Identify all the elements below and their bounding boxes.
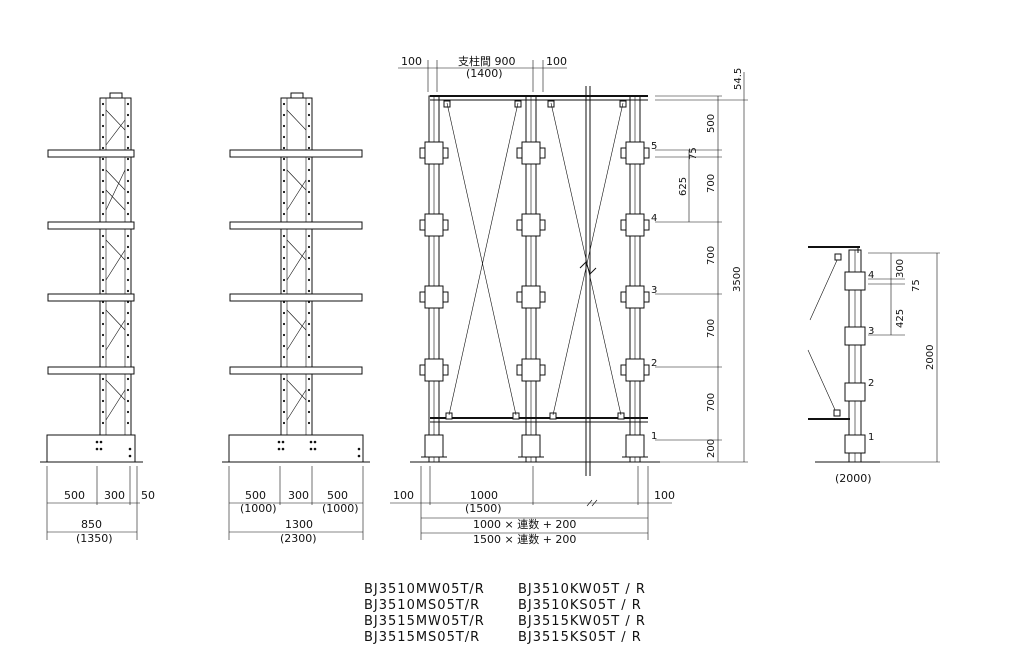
model-right-3: BJ3515KW05T / R (518, 614, 646, 629)
dim-h75: 75 (688, 147, 699, 160)
model-right-2: BJ3510KS05T / R (518, 598, 642, 613)
front-top-right: 100 (546, 55, 567, 68)
dim-h700-b: 700 (706, 246, 717, 265)
model-left-4: BJ3515MS05T/R (364, 630, 480, 645)
level-4: 4 (651, 213, 657, 224)
model-right-1: BJ3510KW05T / R (518, 582, 646, 597)
model-left-2: BJ3510MS05T/R (364, 598, 480, 613)
small-bottom-label: (2000) (835, 472, 872, 485)
small-dim-2000: 2000 (925, 345, 936, 370)
dim-h700-d: 700 (706, 393, 717, 412)
dim-500b: 500 (327, 489, 348, 502)
model-right-4: BJ3515KS05T / R (518, 630, 642, 645)
small-dim-425: 425 (895, 309, 906, 328)
front-bot-span-alt: (1500) (465, 502, 502, 515)
model-list: BJ3510MW05T/R BJ3510MS05T/R BJ3515MW05T/… (364, 582, 646, 645)
dim-500-alt: (1000) (240, 502, 277, 515)
front-top-left: 100 (401, 55, 422, 68)
front-bot-right: 100 (654, 489, 675, 502)
level-3: 3 (651, 285, 657, 296)
side-view-single: 500 300 50 850 (1350) (40, 92, 155, 545)
model-left-1: BJ3510MW05T/R (364, 582, 485, 597)
dim-h200: 200 (706, 439, 717, 458)
dim-total-alt: (1350) (76, 532, 113, 545)
small-level-2: 2 (868, 378, 874, 389)
small-dim-75: 75 (911, 279, 922, 292)
side-view-double: 500 (1000) 300 500 (1000) 1300 (2300) (222, 92, 370, 545)
front-top-pitch-alt: (1400) (466, 67, 503, 80)
small-level-4: 4 (868, 270, 874, 281)
small-view: 4 3 2 1 300 75 425 2000 (2000) (807, 246, 940, 485)
small-dim-300: 300 (895, 259, 906, 278)
model-left-3: BJ3515MW05T/R (364, 614, 485, 629)
small-level-3: 3 (868, 326, 874, 337)
front-top-pitch: 支柱間 900 (458, 54, 516, 68)
dim-50: 50 (141, 489, 155, 502)
small-level-1: 1 (868, 432, 874, 443)
level-2: 2 (651, 358, 657, 369)
front-view: 100 支柱間 900 (1400) 100 100 1000 (1500) 1… (390, 54, 748, 546)
dim-500b-alt: (1000) (322, 502, 359, 515)
front-formula-1: 1000 × 連数 + 200 (473, 517, 576, 531)
dim-300: 300 (104, 489, 125, 502)
front-bot-span: 1000 (470, 489, 498, 502)
dim-h625: 625 (678, 177, 689, 196)
dim-54-5: 54.5 (733, 68, 744, 90)
front-bot-left: 100 (393, 489, 414, 502)
level-1: 1 (651, 431, 657, 442)
dim-300: 300 (288, 489, 309, 502)
dim-total-alt: (2300) (280, 532, 317, 545)
front-formula-2: 1500 × 連数 + 200 (473, 532, 576, 546)
level-5: 5 (651, 141, 657, 152)
dim-h700-a: 700 (706, 174, 717, 193)
dim-500: 500 (245, 489, 266, 502)
dim-h700-c: 700 (706, 319, 717, 338)
dim-3500: 3500 (732, 267, 743, 292)
dim-h500: 500 (706, 114, 717, 133)
dim-total: 1300 (285, 518, 313, 531)
dim-500: 500 (64, 489, 85, 502)
dim-total: 850 (81, 518, 102, 531)
